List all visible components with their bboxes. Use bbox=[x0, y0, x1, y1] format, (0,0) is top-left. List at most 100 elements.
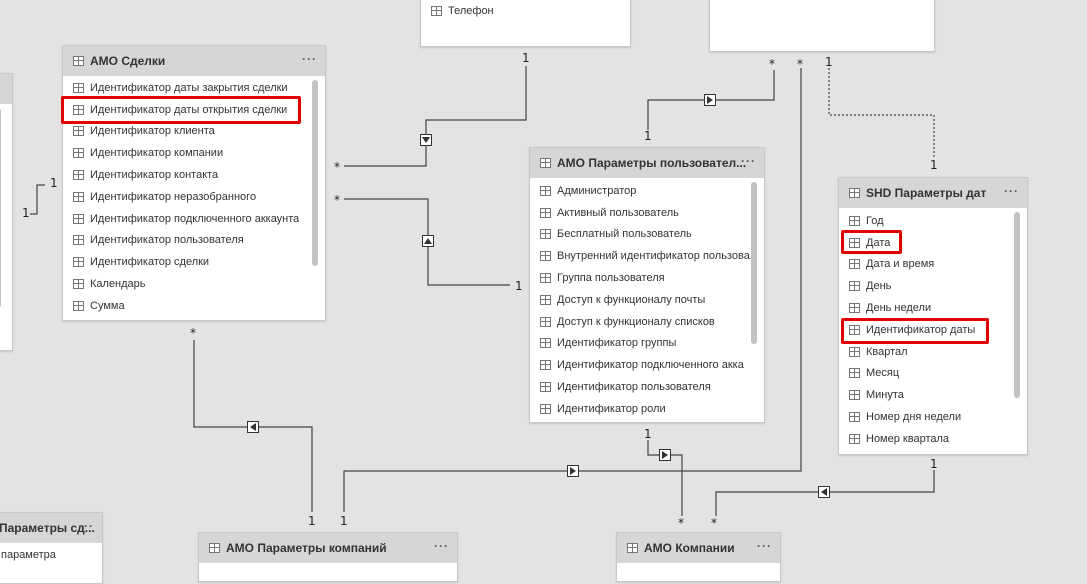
table-field[interactable]: Телефон bbox=[431, 5, 494, 17]
table-field[interactable]: Идентификатор даты открытия сделки bbox=[63, 99, 325, 121]
cardinality-one: 1 bbox=[522, 51, 530, 65]
table-field[interactable]: Минута bbox=[839, 384, 1027, 406]
table-header[interactable]: SHD Параметры дат ··· bbox=[839, 178, 1027, 208]
more-options-icon[interactable]: ··· bbox=[1004, 184, 1019, 198]
scrollbar[interactable] bbox=[751, 182, 757, 344]
table-field-name: День недели bbox=[866, 302, 932, 315]
table-field[interactable]: Дата и время bbox=[839, 254, 1027, 276]
table-field-icon bbox=[540, 316, 551, 327]
table-field[interactable]: Идентификатор клиента bbox=[63, 121, 325, 143]
table-card-amo-companies[interactable]: AMO Компании ··· bbox=[616, 532, 781, 582]
table-card-top-right[interactable] bbox=[709, 0, 935, 52]
table-card-offscreen-left[interactable] bbox=[0, 73, 13, 351]
scrollbar[interactable] bbox=[0, 108, 1, 308]
table-field[interactable]: День недели bbox=[839, 297, 1027, 319]
table-field[interactable]: Календарь bbox=[63, 273, 325, 295]
table-field-icon bbox=[540, 294, 551, 305]
table-field[interactable]: Идентификатор подключенного акка bbox=[530, 354, 764, 376]
cardinality-many: * bbox=[334, 160, 340, 174]
table-field-icon bbox=[73, 170, 84, 181]
table-field-name: Идентификатор неразобранного bbox=[90, 190, 257, 203]
table-field[interactable]: Активный пользователь bbox=[530, 202, 764, 224]
table-field-name: Доступ к функционалу почты bbox=[557, 293, 706, 306]
table-header[interactable] bbox=[0, 74, 12, 104]
relationship-line-left bbox=[30, 184, 45, 215]
table-field[interactable]: Идентификатор группы bbox=[530, 333, 764, 355]
table-field[interactable]: параметра bbox=[1, 549, 56, 561]
table-field-icon bbox=[540, 273, 551, 284]
cardinality-one: 1 bbox=[22, 206, 30, 220]
table-field[interactable]: Группа пользователя bbox=[530, 267, 764, 289]
table-card-bottom-left[interactable]: Параметры сд... ··· параметра bbox=[0, 512, 103, 584]
more-options-icon[interactable]: ··· bbox=[434, 539, 449, 553]
table-field-name: Идентификатор сделки bbox=[90, 256, 210, 269]
table-field[interactable]: Администратор bbox=[530, 180, 764, 202]
table-field[interactable]: Идентификатор даты bbox=[839, 319, 1027, 341]
table-field[interactable]: Идентификатор сделки bbox=[63, 251, 325, 273]
table-card-top-center[interactable]: Телефон bbox=[420, 0, 631, 47]
table-header[interactable]: AMO Сделки ··· bbox=[63, 46, 325, 76]
table-field-name: Месяц bbox=[866, 367, 900, 380]
table-field[interactable]: Месяц bbox=[839, 363, 1027, 385]
table-field-icon bbox=[540, 207, 551, 218]
table-field[interactable]: Идентификатор пользователя bbox=[63, 230, 325, 252]
table-field[interactable]: Идентификатор контакта bbox=[63, 164, 325, 186]
table-field-name: Календарь bbox=[90, 278, 146, 291]
table-field[interactable]: Идентификатор подключенного аккаунта bbox=[63, 208, 325, 230]
more-options-icon[interactable]: ··· bbox=[741, 154, 756, 168]
highlight-box bbox=[61, 96, 301, 124]
table-title: AMO Параметры компаний bbox=[226, 541, 387, 555]
table-icon bbox=[73, 56, 84, 66]
table-field-name: Идентификатор клиента bbox=[90, 125, 215, 138]
table-field[interactable]: Идентификатор неразобранного bbox=[63, 186, 325, 208]
table-header[interactable]: Параметры сд... ··· bbox=[0, 513, 102, 543]
scrollbar[interactable] bbox=[312, 80, 318, 266]
table-field[interactable]: Номер дня недели bbox=[839, 406, 1027, 428]
scrollbar[interactable] bbox=[1014, 212, 1020, 398]
filter-direction-marker bbox=[422, 235, 434, 247]
table-field[interactable]: Дата bbox=[839, 232, 1027, 254]
table-header[interactable]: AMO Компании ··· bbox=[617, 533, 780, 563]
relationship-line-deals-top bbox=[344, 66, 527, 167]
table-card-amo-deals[interactable]: AMO Сделки ··· Идентификатор даты закрыт… bbox=[62, 45, 326, 321]
table-field[interactable]: Год bbox=[839, 210, 1027, 232]
table-icon bbox=[849, 188, 860, 198]
table-title: AMO Параметры пользовател... bbox=[557, 156, 747, 170]
table-field[interactable]: Идентификатор компании bbox=[63, 142, 325, 164]
table-field[interactable]: Сумма bbox=[63, 295, 325, 317]
table-field[interactable]: Доступ к функционалу списков bbox=[530, 311, 764, 333]
table-card-amo-user-params[interactable]: AMO Параметры пользовател... ··· Админис… bbox=[529, 147, 765, 423]
table-field-name: Внутренний идентификатор пользова bbox=[557, 250, 750, 263]
table-icon bbox=[540, 158, 551, 168]
filter-direction-marker bbox=[818, 486, 830, 498]
table-field-name: Идентификатор даты открытия сделки bbox=[90, 103, 288, 116]
more-options-icon[interactable]: ··· bbox=[79, 519, 94, 533]
table-field-name: Идентификатор пользователя bbox=[557, 381, 711, 394]
table-header[interactable]: AMO Параметры пользовател... ··· bbox=[530, 148, 764, 178]
table-field[interactable]: День bbox=[839, 275, 1027, 297]
table-header[interactable]: AMO Параметры компаний ··· bbox=[199, 533, 457, 563]
table-field-icon bbox=[849, 368, 860, 379]
table-field-icon bbox=[849, 281, 860, 292]
table-field-icon bbox=[431, 6, 442, 17]
more-options-icon[interactable]: ··· bbox=[757, 539, 772, 553]
table-field[interactable]: Идентификатор даты закрытия сделки bbox=[63, 77, 325, 99]
table-field-name: Идентификатор группы bbox=[557, 337, 677, 350]
table-field-icon bbox=[849, 215, 860, 226]
table-field-name: Бесплатный пользователь bbox=[557, 228, 692, 241]
table-field[interactable]: Внутренний идентификатор пользова bbox=[530, 245, 764, 267]
table-field[interactable]: Доступ к функционалу почты bbox=[530, 289, 764, 311]
table-field[interactable]: Бесплатный пользователь bbox=[530, 224, 764, 246]
table-card-amo-company-params[interactable]: AMO Параметры компаний ··· bbox=[198, 532, 458, 582]
table-field-icon bbox=[540, 185, 551, 196]
filter-direction-marker bbox=[704, 94, 716, 106]
table-field[interactable]: Квартал bbox=[839, 341, 1027, 363]
more-options-icon[interactable]: ··· bbox=[302, 52, 317, 66]
table-field[interactable]: Номер квартала bbox=[839, 428, 1027, 450]
table-field[interactable]: Идентификатор пользователя bbox=[530, 376, 764, 398]
table-field[interactable]: Идентификатор роли bbox=[530, 398, 764, 420]
table-field-name: Номер дня недели bbox=[866, 411, 962, 424]
filter-direction-marker bbox=[247, 421, 259, 433]
